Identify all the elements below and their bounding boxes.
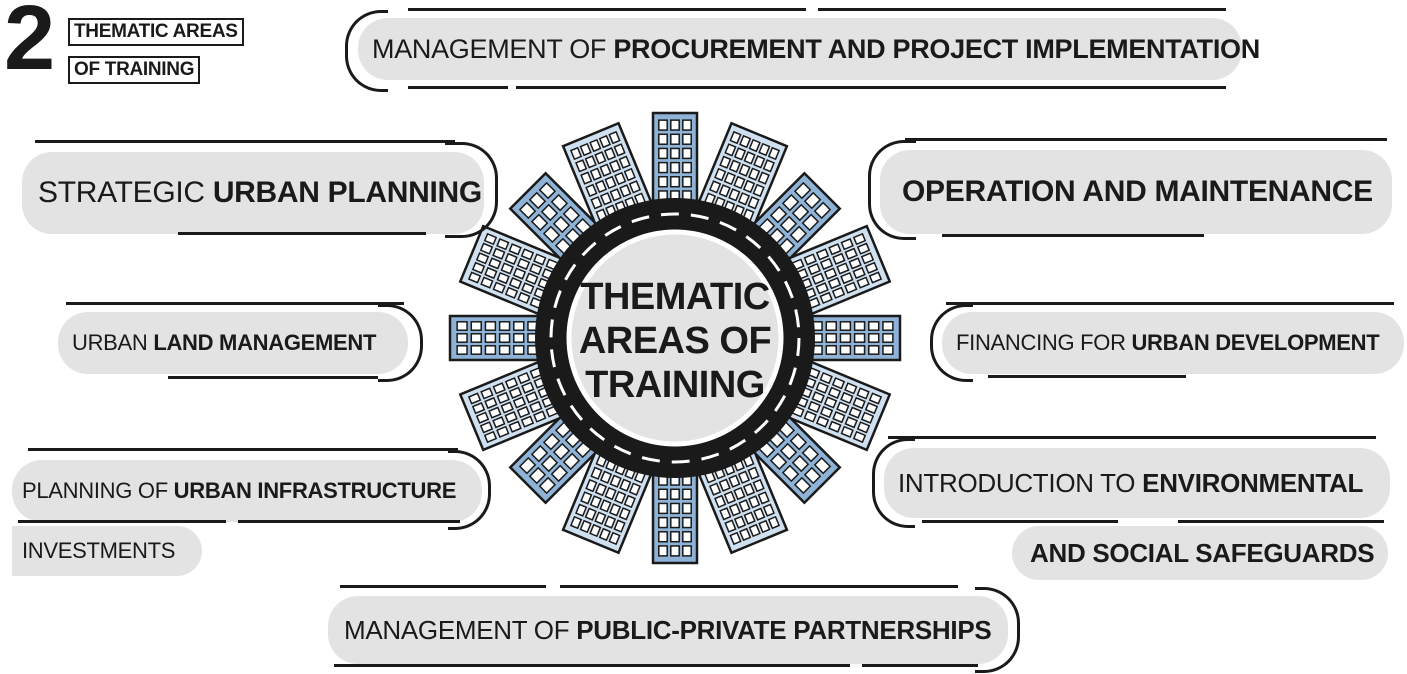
area-ppp-regular: MANAGEMENT OF [344,614,570,645]
rule [946,302,1394,305]
area-procurement: MANAGEMENT OF PROCUREMENT AND PROJECT IM… [358,18,1260,80]
center-title: THEMATIC AREAS OF TRAINING [578,276,772,406]
area-infrastructure-line2: INVESTMENTS [12,526,202,576]
rule [334,664,850,667]
rule [408,86,508,89]
building-icon [695,121,789,232]
area-strategic-planning: STRATEGIC URBAN PLANNING [22,152,484,234]
building-icon [651,466,699,565]
rule [28,448,458,451]
bracket-right [445,142,498,238]
area-land-management: URBAN LAND MANAGEMENT [58,312,408,374]
area-environmental-line2: AND SOCIAL SAFEGUARDS [1012,526,1388,580]
rule [168,376,378,379]
building-icon [781,358,892,452]
area-infrastructure-regular: PLANNING OF [22,478,168,503]
area-strategic-regular: STRATEGIC [38,176,205,209]
rule [560,585,958,588]
area-infrastructure: PLANNING OF URBAN INFRASTRUCTURE [12,460,482,522]
area-financing-bold: URBAN DEVELOPMENT [1131,330,1380,355]
badge-title-line1: THEMATIC AREAS [68,18,244,46]
area-operation-bold: OPERATION AND MAINTENANCE [902,175,1373,208]
area-ppp-bold: PUBLIC-PRIVATE PARTNERSHIPS [576,614,992,645]
rule [35,140,455,143]
rule [942,234,1204,237]
area-environmental-bold: ENVIRONMENTAL [1142,467,1364,498]
area-financing: FINANCING FOR URBAN DEVELOPMENT [942,312,1404,374]
area-environmental: INTRODUCTION TO ENVIRONMENTAL [884,448,1390,518]
area-ppp: MANAGEMENT OF PUBLIC-PRIVATE PARTNERSHIP… [328,596,1008,664]
rule [862,664,978,667]
center-disc [566,229,784,447]
rule [922,520,1118,523]
area-operation-maintenance: OPERATION AND MAINTENANCE [880,150,1392,234]
rule [516,86,1226,89]
building-icon [458,358,569,452]
section-number: 2 [4,0,56,89]
building-icon [651,111,699,210]
badge-title-line2: OF TRAINING [68,56,201,84]
area-infrastructure-line2-text: INVESTMENTS [22,538,176,563]
building-icon [448,314,547,362]
area-financing-regular: FINANCING FOR [956,330,1126,355]
area-procurement-bold: PROCUREMENT AND PROJECT IMPLEMENTATION [613,33,1260,64]
area-land-regular: URBAN [72,330,148,355]
area-strategic-bold: URBAN PLANNING [212,176,482,209]
rule [66,302,404,305]
rule [988,375,1186,378]
area-procurement-regular: MANAGEMENT OF [372,33,607,64]
rule [340,585,546,588]
rule [905,138,1387,141]
area-environmental-line2-text: AND SOCIAL SAFEGUARDS [1030,537,1375,568]
rule [18,520,226,523]
rule [1178,520,1384,523]
area-land-bold: LAND MANAGEMENT [153,330,377,355]
rule [888,436,1376,439]
rule [178,232,426,235]
area-infrastructure-bold: URBAN INFRASTRUCTURE [173,478,457,503]
rule [238,520,460,523]
road-dash-line [549,212,801,464]
area-environmental-regular: INTRODUCTION TO [898,467,1136,498]
building-icon [803,314,902,362]
rule [408,8,806,11]
rule [818,8,1226,11]
building-icon [695,444,789,555]
